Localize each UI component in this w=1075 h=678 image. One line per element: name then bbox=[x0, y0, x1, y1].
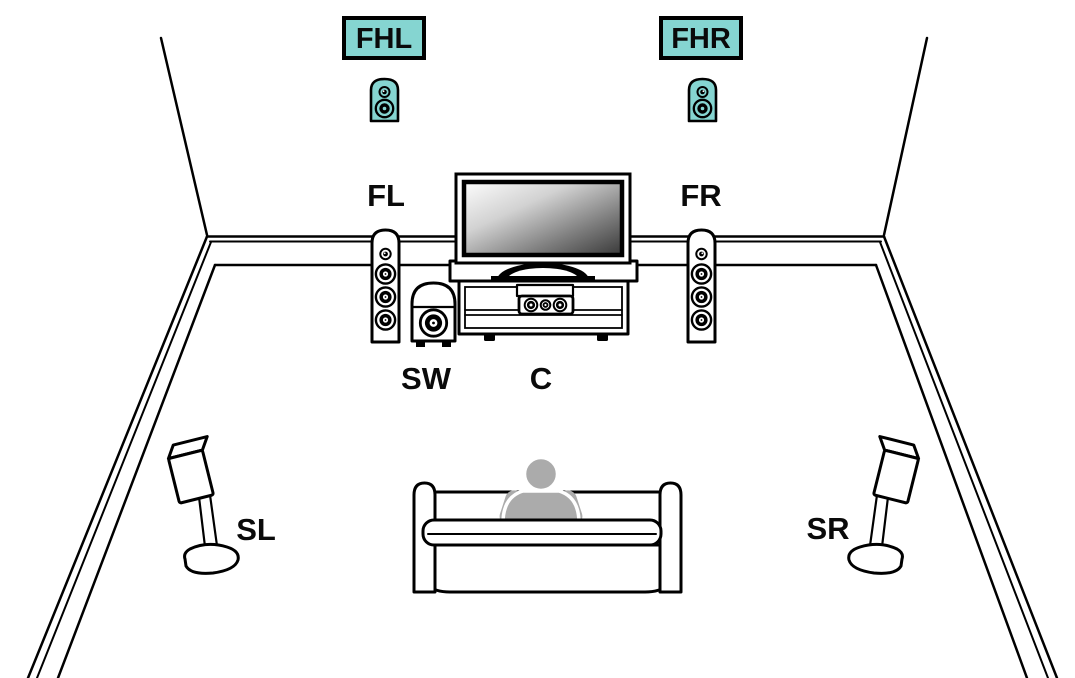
listener-head bbox=[522, 455, 560, 493]
subwoofer-label: SW bbox=[401, 361, 452, 396]
woofer-icon bbox=[552, 297, 568, 313]
center-speaker-panel bbox=[515, 283, 575, 298]
front-left-label: FL bbox=[367, 178, 405, 213]
left-wall-corner-edge bbox=[159, 36, 209, 237]
front-height-right-speaker bbox=[687, 77, 718, 123]
listener bbox=[499, 455, 583, 526]
center-label: C bbox=[530, 361, 552, 396]
woofer-icon bbox=[418, 308, 449, 338]
left-wall-baseboard bbox=[26, 235, 217, 678]
tv-pedestal bbox=[491, 263, 595, 282]
surround-right-label: SR bbox=[806, 511, 849, 546]
front-height-right-tag: FHR bbox=[659, 16, 743, 60]
front-height-left-box bbox=[342, 16, 426, 60]
center-speaker bbox=[515, 283, 575, 316]
front-left-speaker bbox=[370, 228, 401, 344]
front-height-left-label: FHL bbox=[356, 23, 412, 55]
right-wall-baseboard bbox=[874, 235, 1059, 678]
front-height-left-speaker bbox=[369, 77, 400, 123]
subwoofer-foot bbox=[416, 341, 425, 347]
tv-screen bbox=[461, 179, 625, 258]
sofa-armrest-right bbox=[658, 481, 683, 594]
sofa-base bbox=[416, 543, 679, 594]
subwoofer-foot bbox=[442, 341, 451, 347]
listener-torso bbox=[501, 489, 581, 525]
cabinet-foot bbox=[484, 334, 495, 341]
sofa bbox=[412, 455, 683, 594]
front-right-label: FR bbox=[680, 178, 721, 213]
woofer-icon bbox=[523, 297, 539, 313]
right-wall-corner-edge bbox=[882, 36, 929, 237]
tweeter-icon bbox=[539, 299, 552, 311]
front-height-right-label: FHR bbox=[671, 23, 731, 55]
surround-left-speaker bbox=[164, 435, 240, 575]
surround-left-label: SL bbox=[236, 512, 276, 547]
surround-right-speaker bbox=[847, 435, 923, 575]
front-height-left-tag: FHL bbox=[342, 16, 426, 60]
cabinet-foot bbox=[597, 334, 608, 341]
sofa-seatback-rail bbox=[421, 518, 663, 547]
subwoofer-speaker bbox=[410, 281, 457, 347]
tv-and-stand bbox=[448, 172, 639, 341]
front-right-speaker bbox=[686, 228, 717, 344]
front-height-right-box bbox=[659, 16, 743, 60]
